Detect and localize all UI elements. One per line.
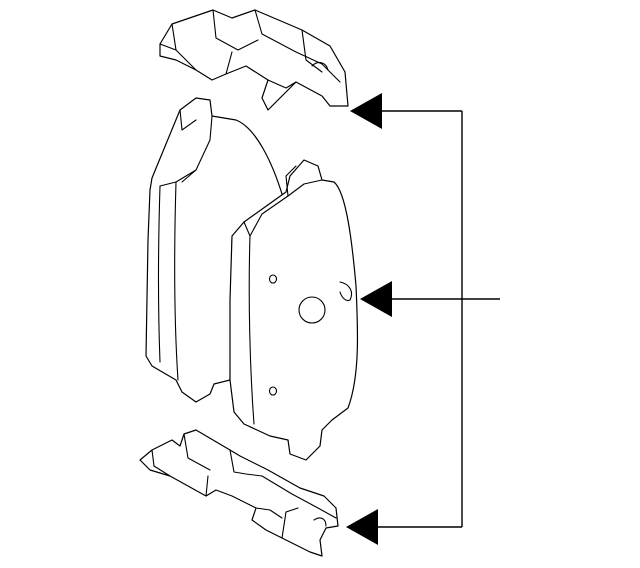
- front-brake-pad: [229, 159, 359, 461]
- lower-clip: [139, 429, 339, 557]
- arrow-upper-clip: [350, 93, 382, 129]
- rear-brake-pad: [145, 97, 289, 403]
- arrow-front-pad: [360, 281, 392, 317]
- upper-clip: [159, 9, 349, 111]
- callout-bracket: [346, 93, 500, 545]
- arrow-lower-clip: [346, 509, 378, 545]
